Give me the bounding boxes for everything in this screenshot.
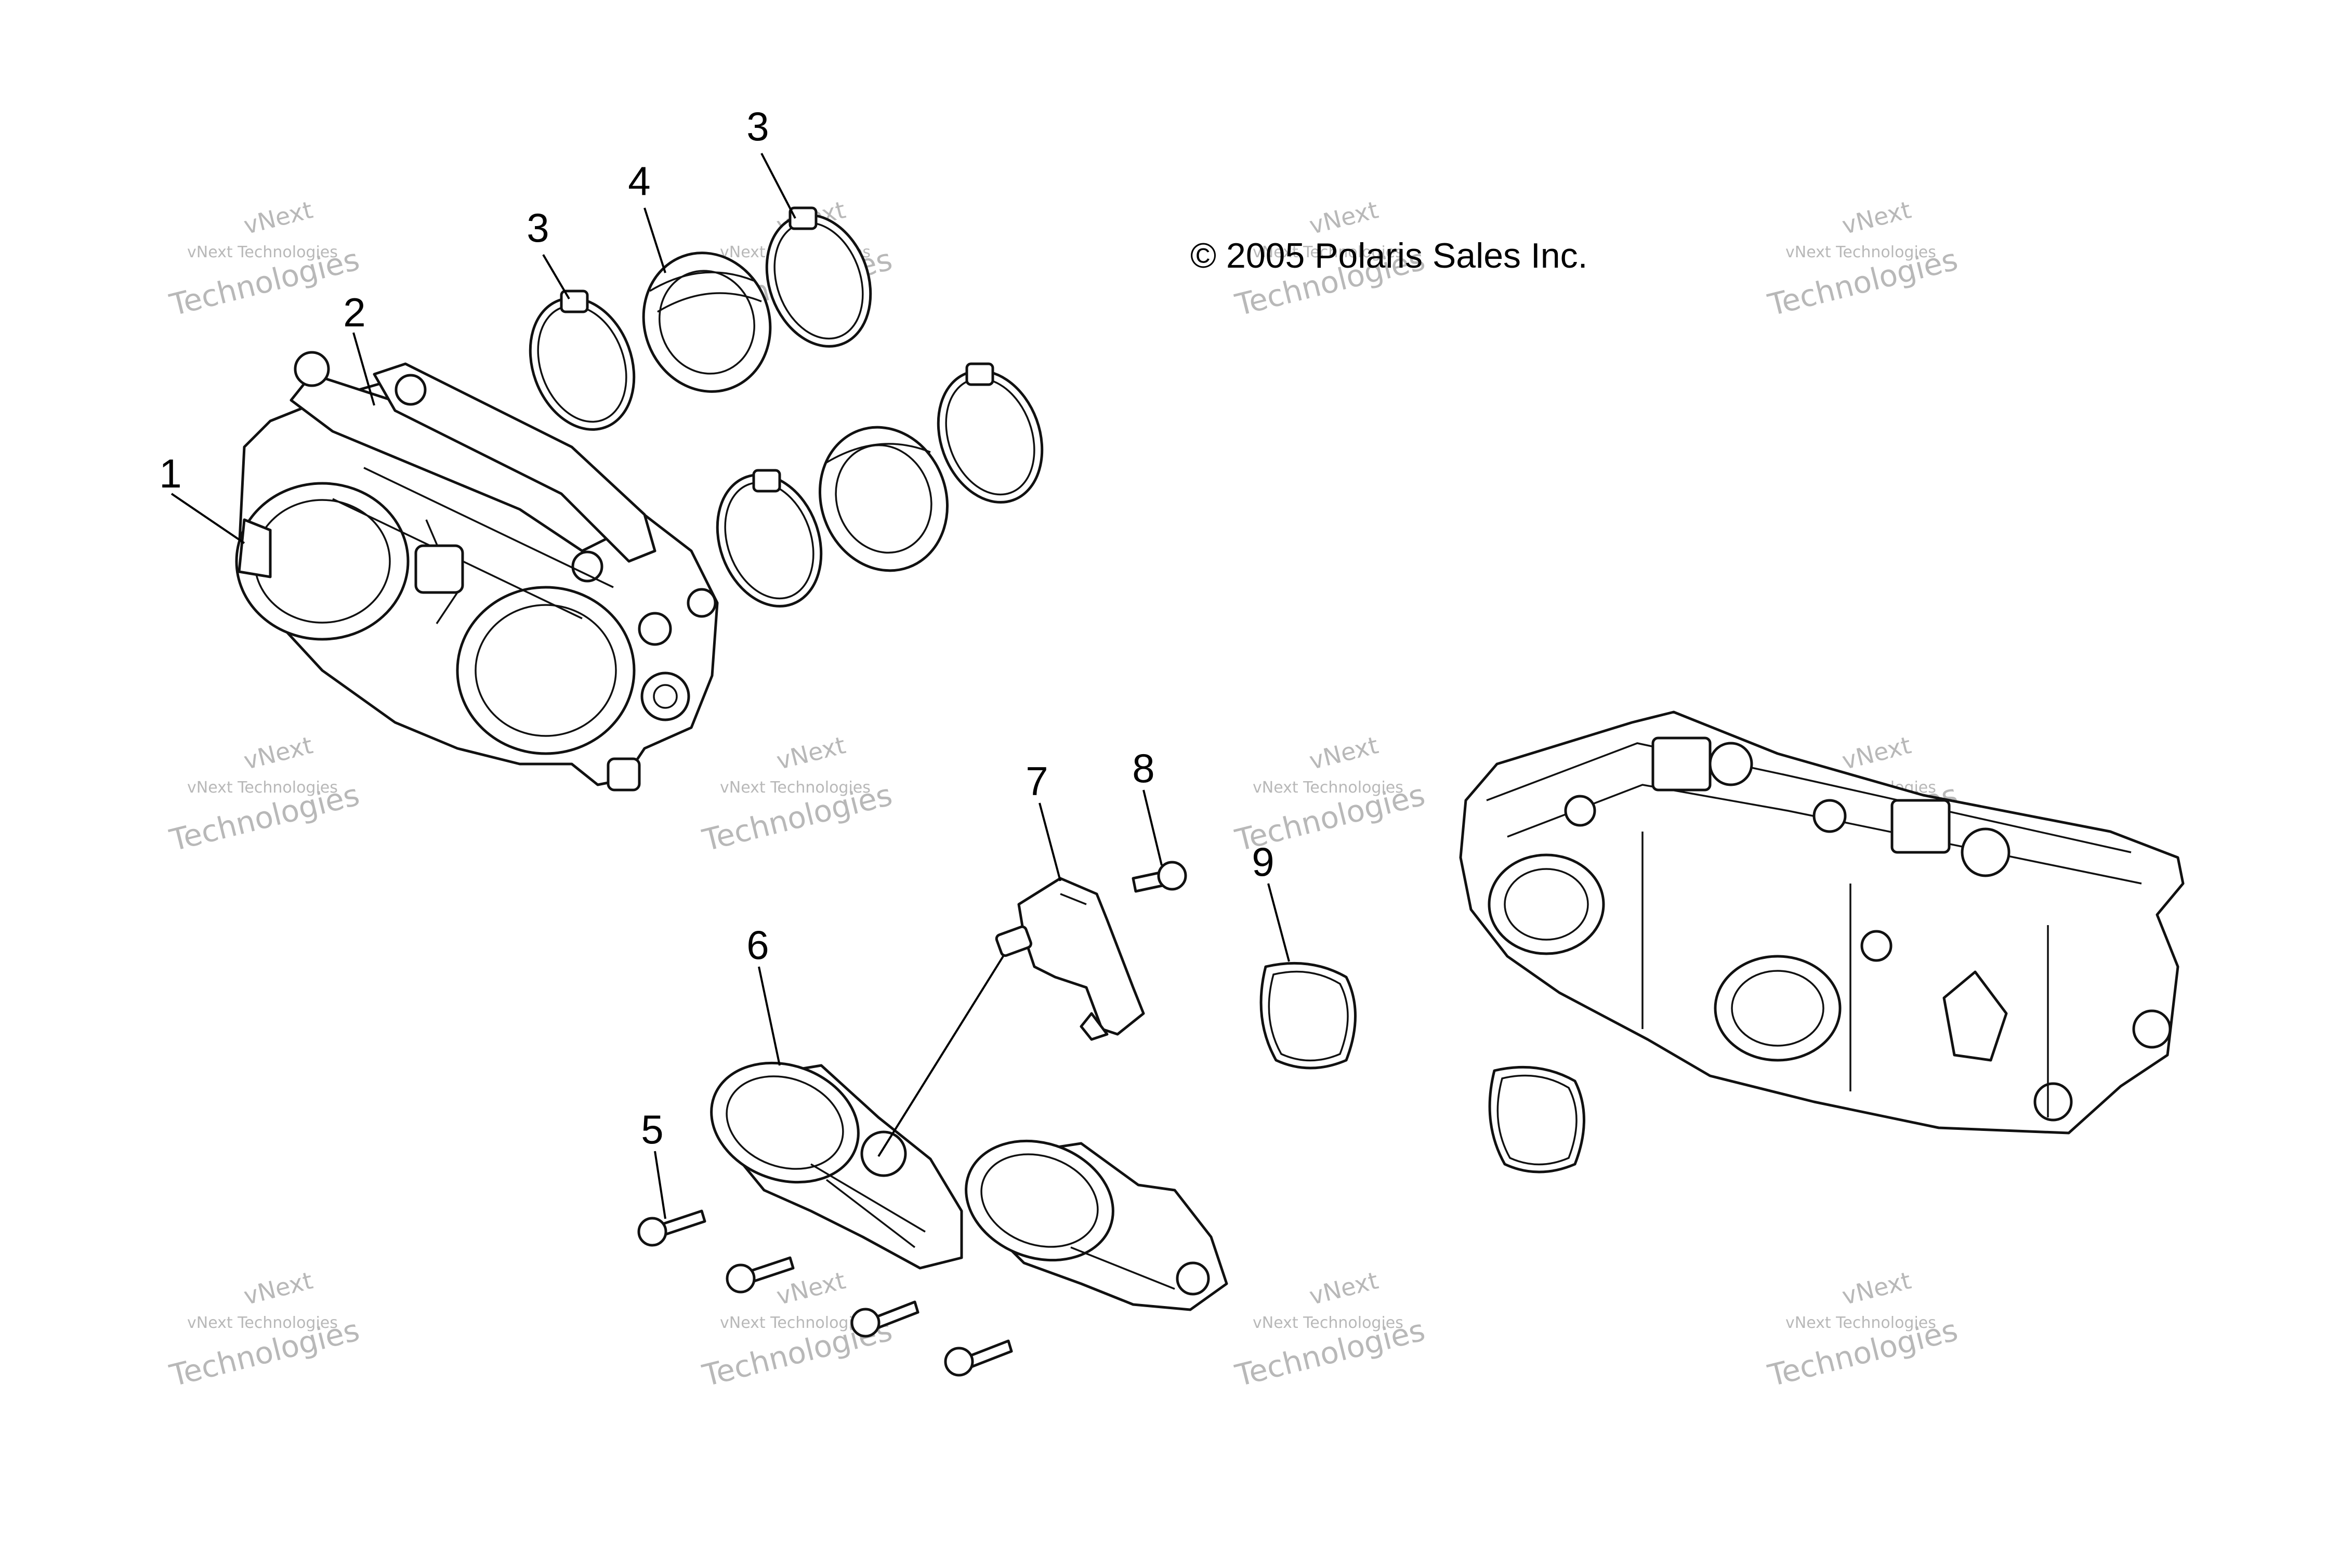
callout-2: 2 <box>343 289 365 335</box>
map-sensor <box>995 877 1145 1041</box>
watermark-company: vNext Technologies <box>1785 1314 1936 1332</box>
sensor-screw <box>1132 861 1187 893</box>
callouts: 1 2 3 3 4 5 6 7 8 9 <box>159 103 1274 1152</box>
clamp-lower-left <box>716 469 823 608</box>
watermark-vnext: vNext <box>241 195 316 240</box>
watermark-company: vNext Technologies <box>187 243 338 261</box>
watermark-company: vNext Technologies <box>1253 243 1403 261</box>
bolt-2 <box>726 1256 795 1294</box>
leader-lines <box>170 153 1290 1219</box>
clamp-upper-left <box>529 289 636 431</box>
coupler-lower <box>818 426 949 572</box>
bolt-4 <box>944 1339 1013 1377</box>
cylinder-head <box>1459 710 2185 1135</box>
intake-manifold-left <box>710 1061 963 1270</box>
callout-9: 9 <box>1252 839 1274 885</box>
clamp-upper-right <box>765 206 872 348</box>
watermark-company: vNext Technologies <box>720 1314 871 1332</box>
callout-8: 8 <box>1132 745 1154 791</box>
watermark-company: vNext Technologies <box>187 1314 338 1332</box>
throttle-body-assembly <box>235 351 719 792</box>
callout-7: 7 <box>1026 758 1048 804</box>
coupler-upper <box>642 252 772 393</box>
o-ring-lower <box>1488 1065 1585 1174</box>
watermark-company: vNext Technologies <box>1785 243 1936 261</box>
watermark-vnext: vNext <box>241 731 316 775</box>
callout-1: 1 <box>159 451 181 496</box>
watermark-vnext: vNext <box>1307 731 1381 775</box>
copyright-notice: © 2005 Polaris Sales Inc. <box>1190 236 1588 275</box>
callout-6: 6 <box>746 922 769 968</box>
o-ring-upper <box>1259 961 1357 1070</box>
watermark-vnext: vNext <box>774 731 848 775</box>
watermark-vnext: vNext <box>1307 195 1381 240</box>
callout-4: 4 <box>628 158 650 204</box>
callout-3-right: 3 <box>746 103 769 149</box>
watermark-vnext: vNext <box>241 1266 316 1310</box>
callout-5: 5 <box>641 1106 663 1152</box>
watermark-vnext: vNext <box>1307 1266 1381 1310</box>
watermark-vnext: vNext <box>774 1266 848 1310</box>
watermark-vnext: vNext <box>1839 731 1914 775</box>
intake-manifold-right <box>965 1139 1228 1311</box>
watermark-company: vNext Technologies <box>187 779 338 797</box>
watermark-company: vNext Technologies <box>720 779 871 797</box>
watermark-vnext: vNext <box>1839 195 1914 240</box>
clamp-lower-right <box>937 362 1044 504</box>
watermark-company: vNext Technologies <box>1253 1314 1403 1332</box>
bolt-1 <box>637 1209 706 1247</box>
callout-3-left: 3 <box>527 205 549 251</box>
watermark-vnext: vNext <box>1839 1266 1914 1310</box>
watermark-company: vNext Technologies <box>1253 779 1403 797</box>
bolt-3 <box>850 1300 919 1338</box>
